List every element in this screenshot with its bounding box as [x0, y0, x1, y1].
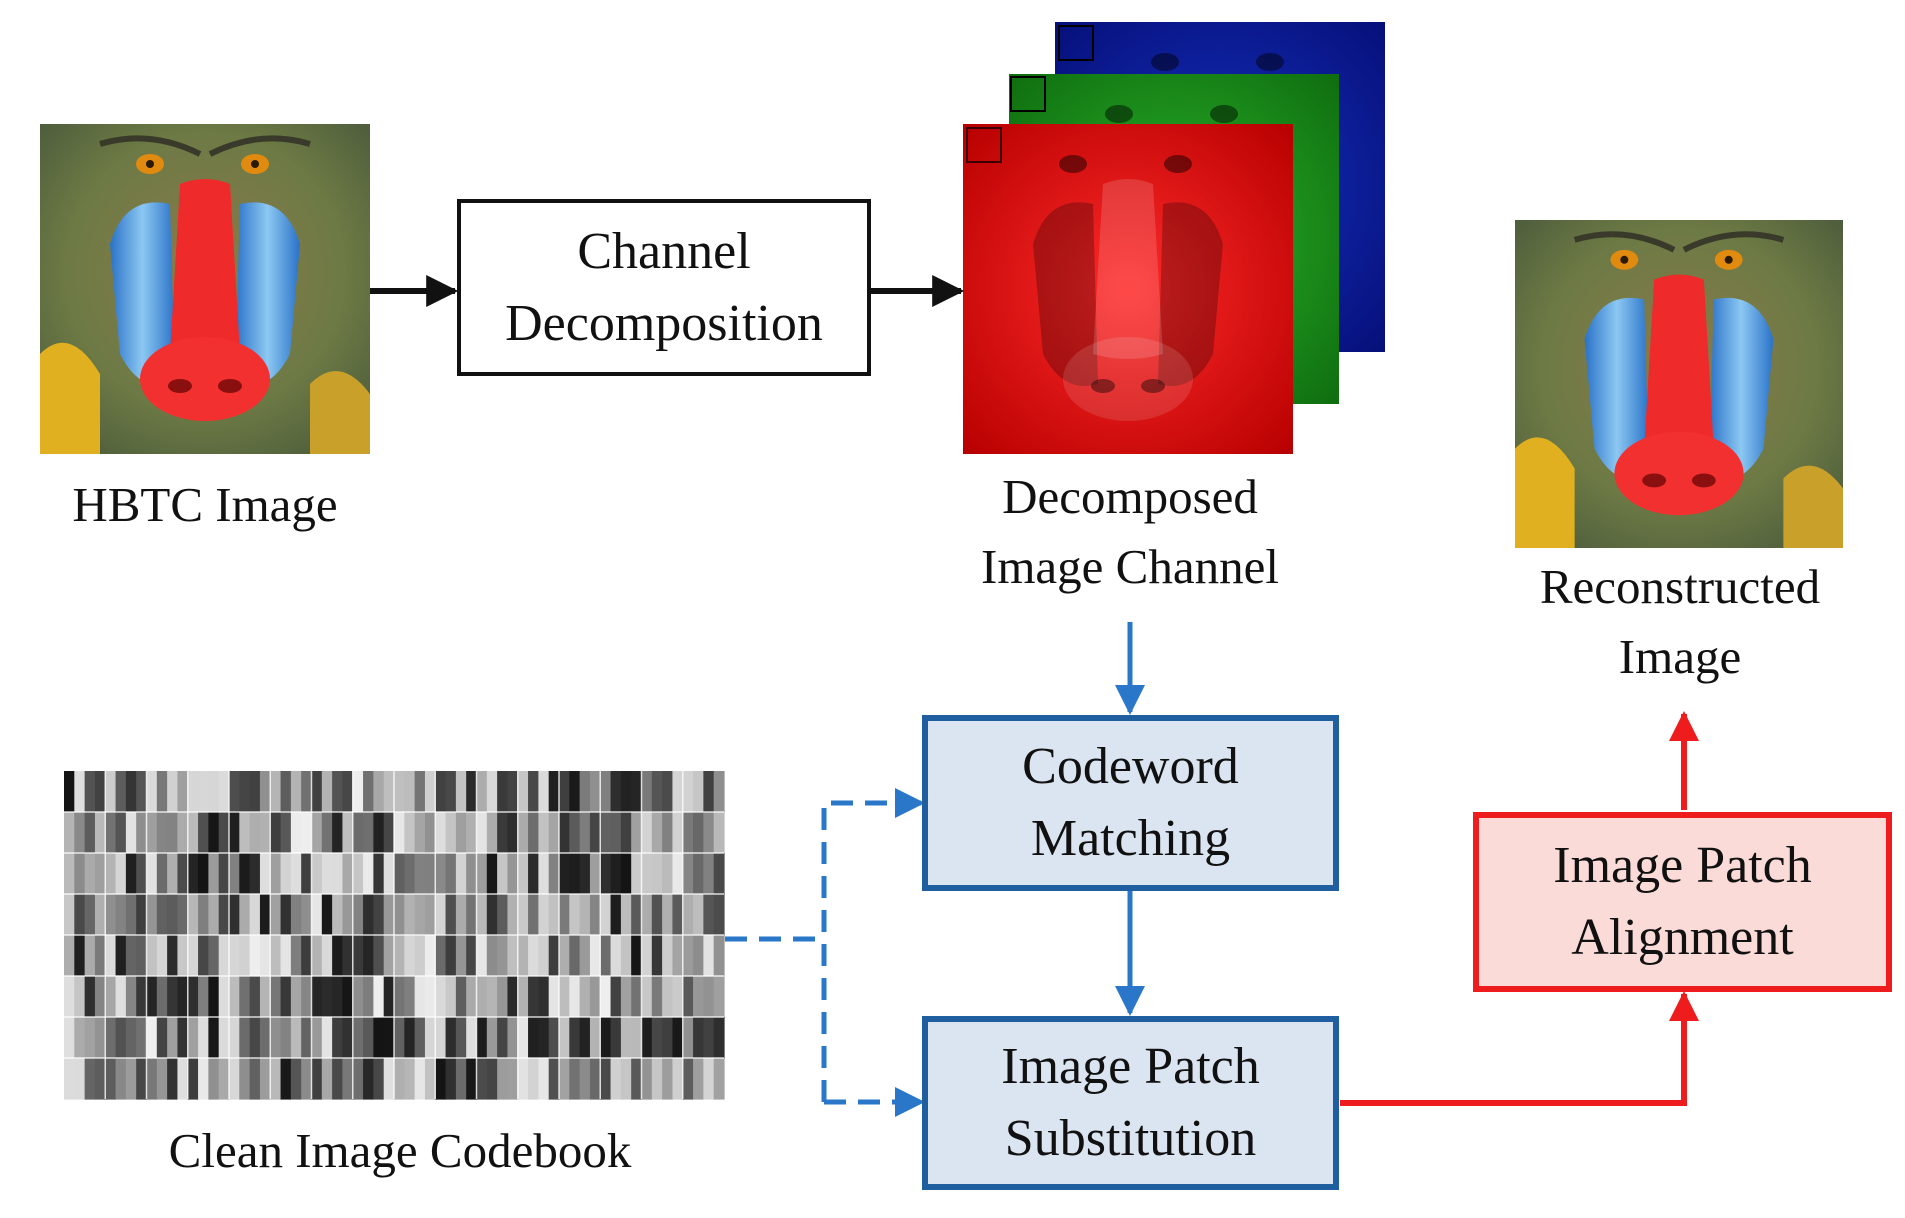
codeword-matching-line1: Codeword: [1022, 738, 1239, 795]
patch-substitution-box: Image Patch Substitution: [922, 1016, 1339, 1190]
decomposed-channel-label: Decomposed Image Channel: [930, 462, 1330, 602]
channel-decomposition-box: Channel Decomposition: [457, 199, 871, 376]
channel-decomposition-line1: Channel: [577, 222, 751, 280]
patch-alignment-box: Image Patch Alignment: [1473, 812, 1892, 992]
reconstructed-label-line2: Image: [1618, 629, 1742, 684]
dashed-arrows-codebook: [725, 788, 925, 1117]
hbtc-image-label: HBTC Image: [72, 477, 338, 532]
patch-substitution-line1: Image Patch: [1001, 1038, 1260, 1095]
reconstructed-image-label: Reconstructed Image: [1485, 552, 1875, 692]
decomposed-label-line1: Decomposed: [1002, 469, 1258, 524]
decomposed-channels: [963, 22, 1385, 454]
codebook-label: Clean Image Codebook: [168, 1123, 632, 1178]
codeword-matching-box: Codeword Matching: [922, 715, 1339, 891]
red-channel-image: [963, 124, 1293, 454]
arrow-substitution-to-alignment: [1340, 991, 1699, 1106]
patch-alignment-line1: Image Patch: [1553, 837, 1812, 894]
decomposed-label-line2: Image Channel: [981, 539, 1279, 594]
codebook-image: [64, 771, 725, 1100]
hbtc-image: [40, 124, 370, 454]
patch-alignment-line2: Alignment: [1571, 909, 1794, 966]
codeword-matching-line2: Matching: [1030, 810, 1231, 867]
patch-substitution-line2: Substitution: [1004, 1110, 1257, 1167]
channel-decomposition-line2: Decomposition: [505, 294, 823, 352]
reconstructed-image: [1515, 220, 1843, 548]
reconstructed-label-line1: Reconstructed: [1539, 559, 1821, 614]
